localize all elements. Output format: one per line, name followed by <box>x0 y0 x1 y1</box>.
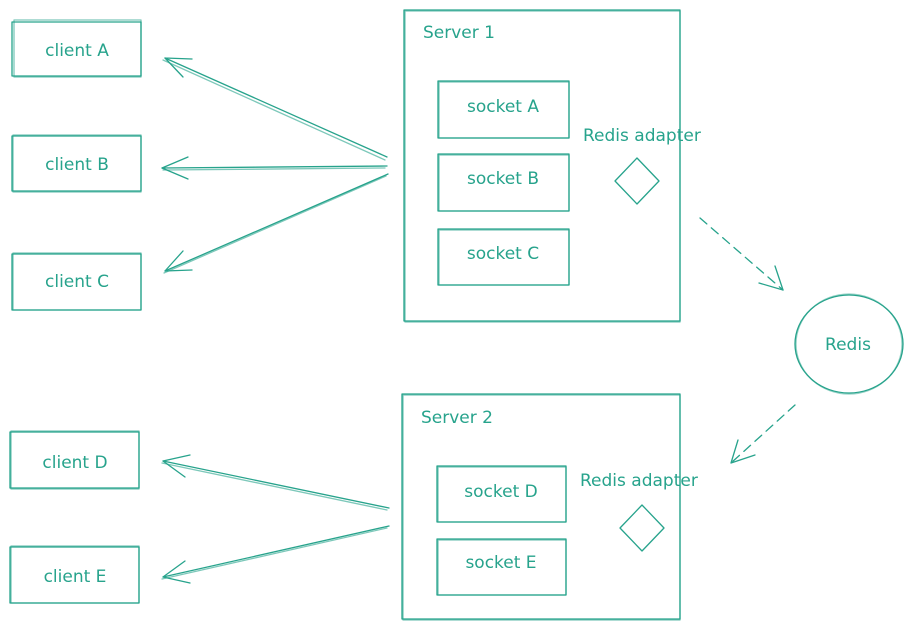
dashed-arrow-redis-to-server2 <box>730 404 796 464</box>
client-b-label: client B <box>45 155 109 175</box>
redis-node: Redis <box>794 293 904 395</box>
socket-a-node: socket A <box>437 80 570 139</box>
socket-b-label: socket B <box>467 169 539 189</box>
socket-e-node: socket E <box>436 538 567 596</box>
socket-d-label: socket D <box>464 482 537 502</box>
arrow-server2-to-client-e <box>161 525 390 584</box>
arrow-server1-to-client-b <box>161 156 388 180</box>
server-2-adapter-label: Redis adapter <box>580 471 698 491</box>
server-1-title: Server 1 <box>423 23 495 43</box>
socket-e-label: socket E <box>465 553 536 573</box>
socket-b-node: socket B <box>437 153 570 212</box>
client-e-label: client E <box>44 567 107 587</box>
server-1-adapter-label: Redis adapter <box>583 126 701 146</box>
socket-d-node: socket D <box>436 465 567 523</box>
client-a-label: client A <box>45 41 109 61</box>
socket-c-label: socket C <box>467 244 539 264</box>
client-a-node: client A <box>11 19 142 78</box>
arrow-server2-to-client-d <box>161 454 390 511</box>
client-d-node: client D <box>9 430 140 490</box>
client-c-label: client C <box>45 272 109 292</box>
server-2-node: Server 2 socket D socket E Redis adapter <box>401 393 698 621</box>
redis-label: Redis <box>825 335 871 355</box>
server-1-adapter-diamond <box>614 157 660 205</box>
client-c-node: client C <box>11 252 142 311</box>
arrow-server1-to-client-a <box>162 57 388 161</box>
server-2-adapter-diamond <box>619 504 665 552</box>
client-b-node: client B <box>11 134 142 193</box>
socket-a-label: socket A <box>467 97 539 117</box>
client-e-node: client E <box>9 545 140 604</box>
server-1-node: Server 1 socket A socket B socket C Redi… <box>403 9 701 323</box>
client-d-label: client D <box>42 453 107 473</box>
server-2-title: Server 2 <box>421 408 493 428</box>
dashed-arrow-server1-to-redis <box>699 217 784 291</box>
socket-c-node: socket C <box>437 228 570 286</box>
arrow-server1-to-client-c <box>163 173 389 274</box>
